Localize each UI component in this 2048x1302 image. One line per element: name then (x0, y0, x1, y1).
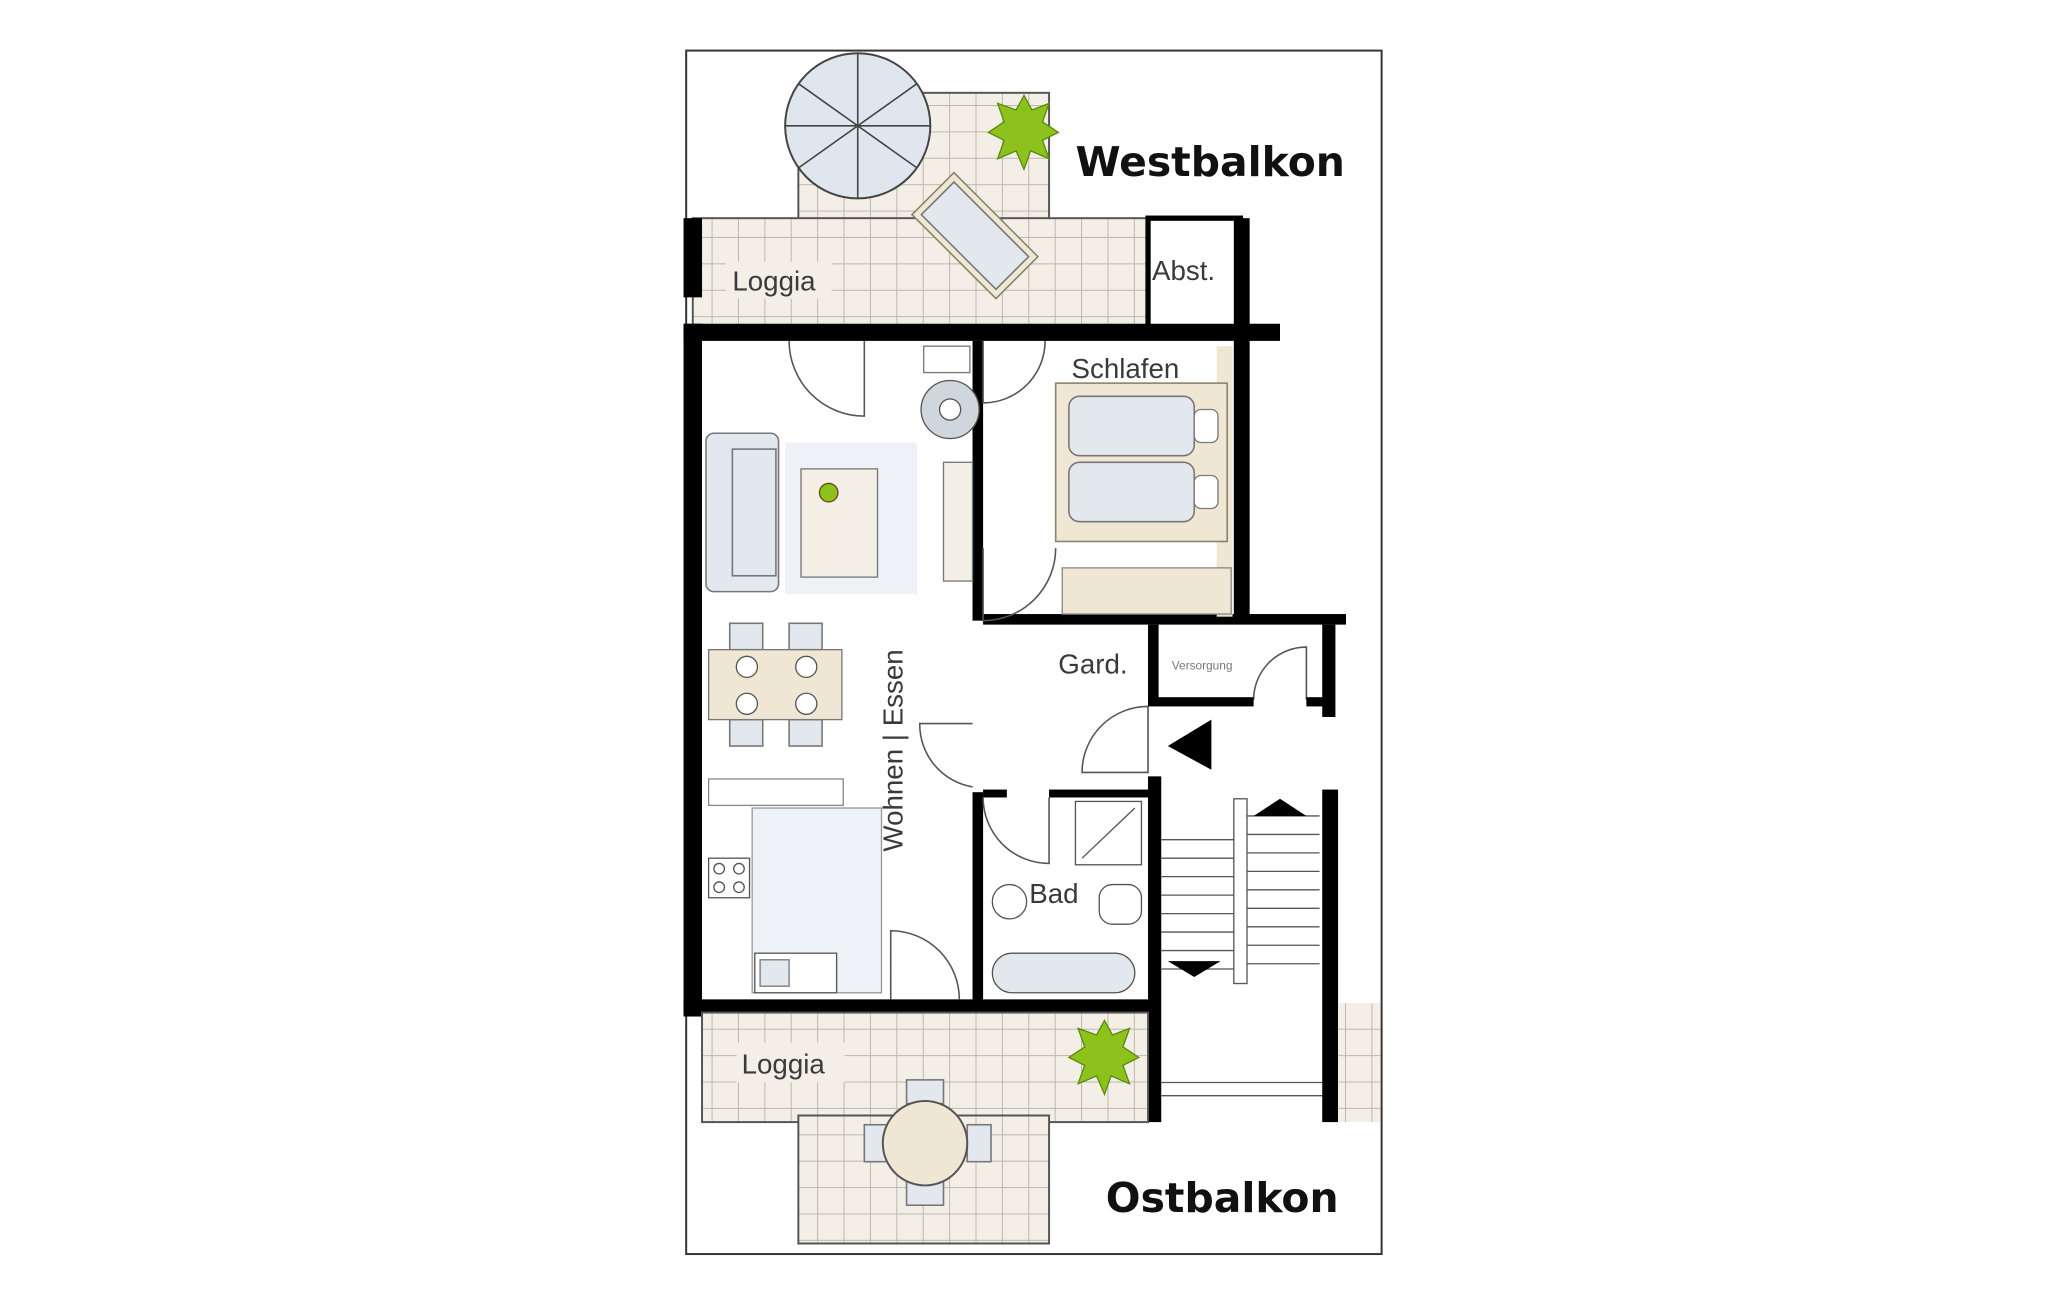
plant-icon (987, 94, 1060, 172)
bed-icon (1054, 382, 1229, 543)
west-balcony-label: Westbalkon (1075, 138, 1344, 186)
bedroom-label: Schlafen (1072, 353, 1180, 384)
doors (788, 340, 1308, 1000)
bathtub-icon (991, 952, 1136, 994)
loggia-top-label: Loggia (732, 266, 816, 297)
sun-lounger-icon (910, 171, 1040, 300)
east-balcony-label: Ostbalkon (1106, 1174, 1339, 1222)
wardrobe-label: Gard. (1058, 648, 1127, 679)
utility-label: Versorgung (1172, 658, 1233, 672)
washbasin-icon (991, 883, 1028, 920)
stairwell (1161, 798, 1381, 1123)
plant-icon (1067, 1019, 1141, 1097)
stove-icon (707, 857, 751, 899)
bathroom (991, 800, 1143, 994)
coffee-table-icon (800, 468, 879, 578)
loggia-bottom-label: Loggia (742, 1048, 826, 1079)
armchair-icon (920, 345, 980, 582)
flower-icon (818, 482, 839, 503)
kitchen (707, 778, 883, 994)
parasol-icon (784, 52, 932, 200)
wardrobe-icon (1061, 567, 1232, 615)
storage-label: Abst. (1152, 255, 1215, 286)
toilet-icon (1098, 883, 1143, 925)
storage-room (1145, 215, 1244, 333)
entrance-arrow-icon (1167, 719, 1212, 770)
sofa-icon (705, 432, 780, 593)
living-dining-label: Wohnen | Essen (878, 649, 909, 851)
dining-table-icon (707, 622, 843, 747)
round-table-icon (863, 1079, 992, 1207)
bathroom-label: Bad (1029, 878, 1078, 909)
walls (683, 218, 1346, 1123)
